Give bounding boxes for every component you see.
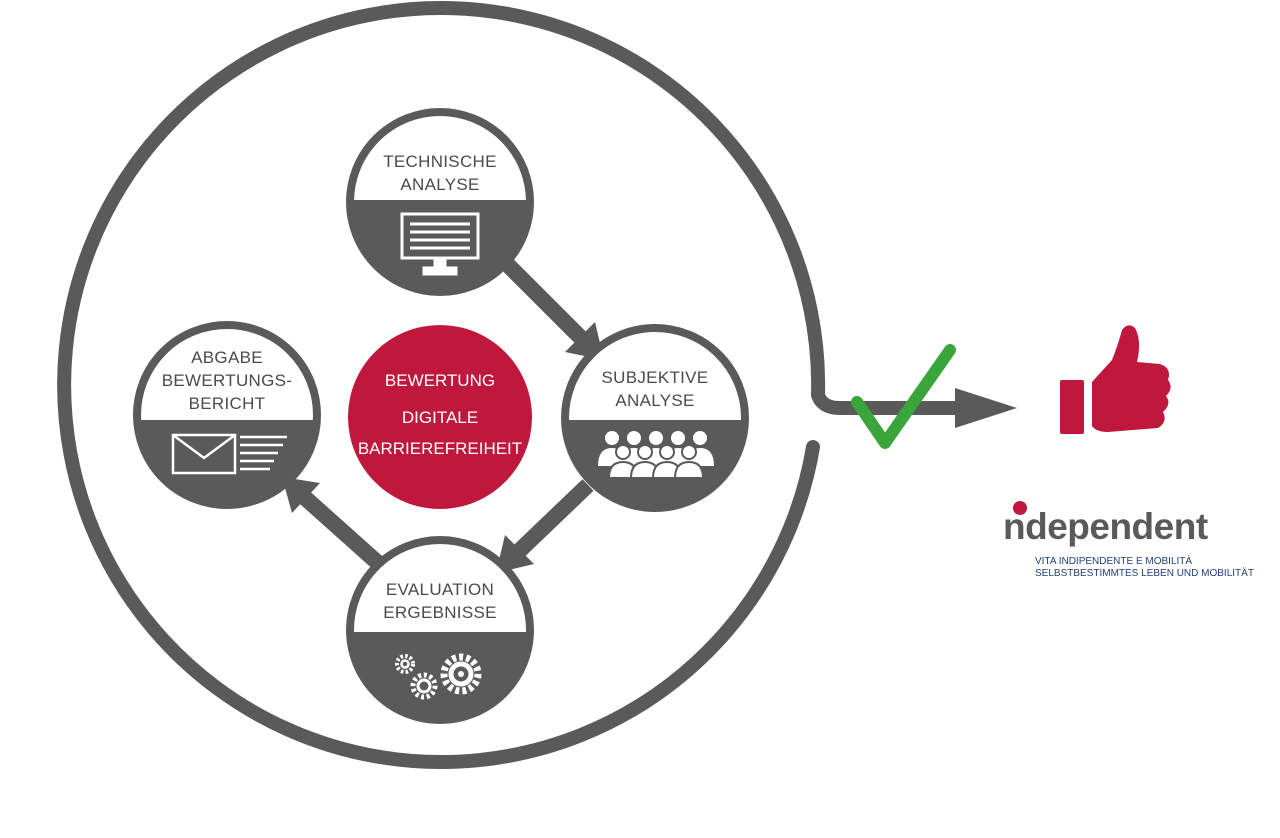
technical-analysis-label: TECHNISCHE ANALYSE [355, 150, 525, 196]
report-line1: ABGABE [191, 348, 263, 367]
letter-document-icon [171, 433, 287, 475]
node-subjective-analysis [561, 324, 749, 512]
logo-subtitle-1: VITA INDIPENDENTE E MOBILITÀ [1035, 556, 1193, 567]
subjective-analysis-line1: SUBJEKTIVE [601, 368, 709, 387]
subjective-analysis-line2: ANALYSE [615, 391, 695, 410]
evaluation-line1: EVALUATION [385, 580, 495, 599]
logo-i-dot [1013, 501, 1027, 515]
flow-arrow-tech-to-subj [499, 256, 604, 360]
center-line3: BARRIEREFREIHEIT [357, 439, 523, 458]
exit-arrow-shaft [811, 392, 965, 415]
evaluation-label: EVALUATION ERGEBNISSE [355, 578, 525, 624]
thumbs-up-icon [1060, 325, 1171, 434]
check-icon [851, 344, 956, 449]
users-icon [598, 431, 714, 479]
technical-analysis-line2: ANALYSE [400, 175, 480, 194]
node-technical-analysis [346, 108, 534, 296]
logo-subtitle-2: SELBSTBESTIMMTES LEBEN UND MOBILITÄT [1035, 568, 1254, 579]
logo-wordmark: ndependent [1003, 506, 1208, 547]
report-label: ABGABE BEWERTUNGS- BERICHT [142, 346, 312, 415]
evaluation-line2: ERGEBNISSE [383, 603, 497, 622]
technical-analysis-line1: TECHNISCHE [383, 152, 497, 171]
gears-icon [395, 653, 482, 700]
flow-arrow-eval-to-rep [282, 477, 384, 569]
center-circle [348, 325, 532, 509]
report-line3: BERICHT [188, 394, 266, 413]
cycle-loop [57, 1, 826, 770]
monitor-icon [400, 212, 480, 276]
exit-arrow-head [955, 388, 1017, 428]
report-line2: BEWERTUNGS- [161, 371, 293, 390]
subjective-analysis-label: SUBJEKTIVE ANALYSE [570, 366, 740, 412]
flow-arrow-subj-to-eval [496, 479, 594, 573]
center-line2: DIGITALE [401, 408, 479, 427]
center-line1: BEWERTUNG [384, 371, 496, 390]
